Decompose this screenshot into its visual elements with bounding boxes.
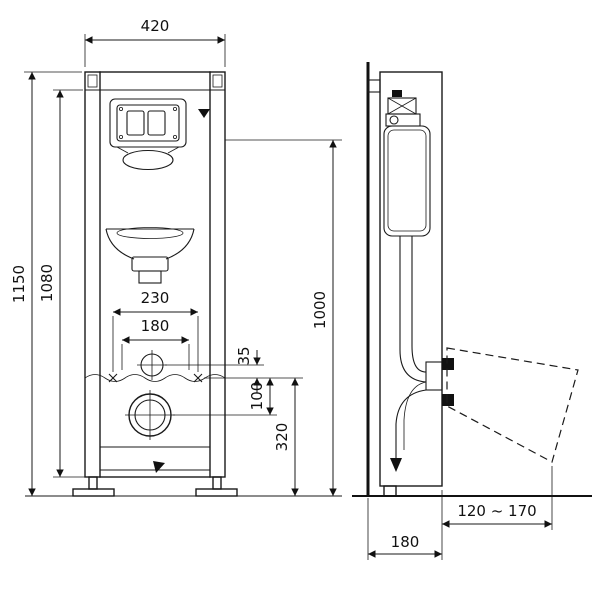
total-height-dimension: 1150 xyxy=(10,265,28,303)
flush-plate-assembly xyxy=(109,98,210,171)
frame-depth-dimension: 180 xyxy=(391,533,420,551)
outer-fixing-spacing-dimension: 230 xyxy=(141,289,170,307)
outlet-height-dimension: 320 xyxy=(273,423,291,452)
wall-bracket xyxy=(367,79,381,93)
fixing-bolt-left-icon xyxy=(108,373,118,383)
fixing-bolt-right-icon xyxy=(193,373,203,383)
frame-foot-side xyxy=(383,485,397,497)
flush-plate-height-dimension: 1000 xyxy=(311,291,329,329)
water-inlet-circle xyxy=(137,350,167,380)
inner-fixing-spacing-dimension: 180 xyxy=(141,317,170,335)
flush-pipe-side xyxy=(399,236,443,391)
frame-outline xyxy=(84,71,226,478)
side-view xyxy=(352,62,592,497)
frame-profile xyxy=(379,71,443,487)
frame-width-dimension: 420 xyxy=(141,17,170,35)
drain-direction-arrow-icon xyxy=(153,461,165,473)
dimensions-side: 120 ~ 170 180 xyxy=(367,466,553,560)
drain-flow-arrow-icon xyxy=(390,458,402,472)
inlet-outlet-spacing-dimension: 100 xyxy=(248,382,266,411)
bowl-depth-range-dimension: 120 ~ 170 xyxy=(457,502,536,520)
break-wave-line xyxy=(84,374,226,382)
inlet-offset-dimension: 35 xyxy=(235,346,253,365)
flush-bend-funnel xyxy=(105,227,195,284)
toilet-bowl-outline xyxy=(446,347,579,463)
cistern-side xyxy=(383,90,431,237)
bowl-fixing-bolt-top-icon xyxy=(442,358,454,370)
front-view xyxy=(25,71,342,497)
bowl-fixing-bolt-bottom-icon xyxy=(442,394,454,406)
level-marker-icon xyxy=(198,109,210,118)
frame-feet xyxy=(72,476,238,497)
dimensions-front: 420 1150 1080 230 180 35 100 xyxy=(10,17,342,496)
inner-height-dimension: 1080 xyxy=(38,264,56,302)
drain-pipe-side xyxy=(390,381,427,472)
waste-outlet-circle xyxy=(125,390,175,440)
